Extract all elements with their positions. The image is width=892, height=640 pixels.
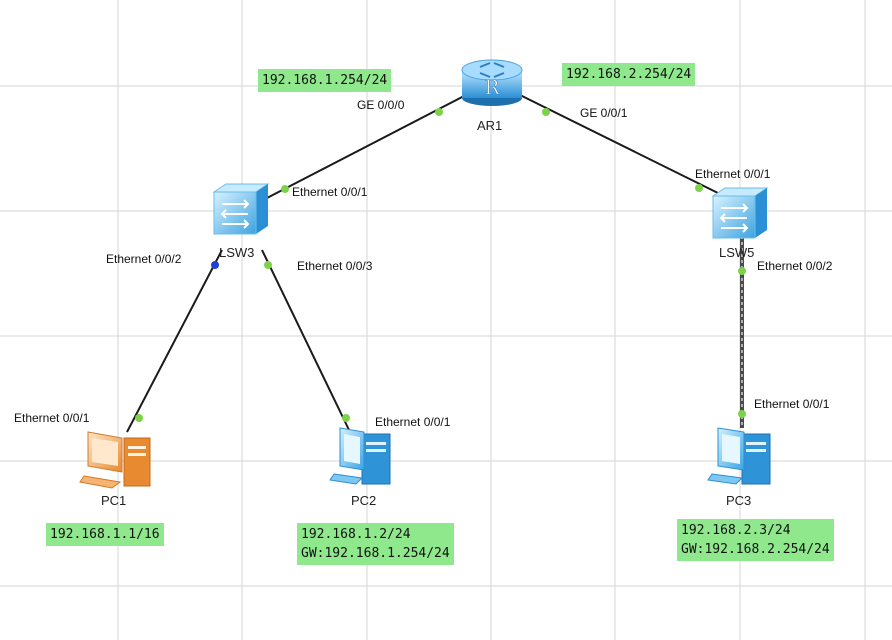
ip-label-pc2: 192.168.1.2/24 GW:192.168.1.254/24 bbox=[297, 523, 454, 565]
router-icon[interactable]: R bbox=[461, 59, 523, 106]
svg-text:R: R bbox=[484, 75, 500, 99]
port-label-ar1-ge001: GE 0/0/1 bbox=[580, 106, 628, 120]
port-label-pc1-e001: Ethernet 0/0/1 bbox=[14, 411, 90, 425]
port-dot-pc1-e001[interactable] bbox=[135, 414, 143, 422]
pc-icon-pc3[interactable] bbox=[707, 427, 771, 485]
pc-icon-pc2[interactable] bbox=[329, 427, 391, 485]
port-dot-pc2-e001[interactable] bbox=[342, 414, 350, 422]
port-dot-lsw5-e002[interactable] bbox=[738, 267, 746, 275]
ip-text: 192.168.2.3/24 bbox=[681, 523, 791, 538]
port-dot-ar1-ge000[interactable] bbox=[435, 108, 443, 116]
pc-name-pc3: PC3 bbox=[726, 493, 752, 508]
port-label-lsw3-e003: Ethernet 0/0/3 bbox=[297, 259, 373, 273]
switch-icon-lsw3[interactable] bbox=[212, 183, 270, 235]
port-dot-lsw3-e003[interactable] bbox=[264, 261, 272, 269]
ip-label-pc3: 192.168.2.3/24 GW:192.168.2.254/24 bbox=[677, 519, 834, 561]
ip-label-pc1: 192.168.1.1/16 bbox=[46, 523, 164, 546]
switch-name-lsw5: LSW5 bbox=[719, 245, 755, 260]
ip-label-ar1-ge000: 192.168.1.254/24 bbox=[258, 69, 392, 92]
port-label-pc3-e001: Ethernet 0/0/1 bbox=[754, 397, 830, 411]
ip-label-ar1-ge001: 192.168.2.254/24 bbox=[562, 63, 696, 86]
ip-text: 192.168.2.254/24 bbox=[566, 67, 692, 82]
switch-icon-lsw5[interactable] bbox=[711, 187, 769, 239]
pc-name-pc1: PC1 bbox=[101, 493, 127, 508]
pc-name-pc2: PC2 bbox=[351, 493, 377, 508]
link-ar1-lsw3[interactable] bbox=[264, 94, 467, 200]
gateway-text: GW:192.168.1.254/24 bbox=[301, 546, 450, 561]
port-dot-ar1-ge001[interactable] bbox=[542, 108, 550, 116]
ip-text: 192.168.1.254/24 bbox=[262, 73, 388, 88]
ip-text: 192.168.1.2/24 bbox=[301, 527, 411, 542]
port-label-lsw5-e001: Ethernet 0/0/1 bbox=[695, 167, 771, 181]
link-lsw3-pc2[interactable] bbox=[261, 249, 351, 433]
port-dot-lsw5-e001[interactable] bbox=[695, 184, 703, 192]
gateway-text: GW:192.168.2.254/24 bbox=[681, 542, 830, 557]
port-label-ar1-ge000: GE 0/0/0 bbox=[357, 98, 405, 112]
port-dot-pc3-e001[interactable] bbox=[738, 410, 746, 418]
router-name: AR1 bbox=[477, 118, 503, 133]
pc-icon-pc1[interactable] bbox=[79, 431, 151, 489]
port-dot-lsw3-e001[interactable] bbox=[281, 185, 289, 193]
port-label-lsw5-e002: Ethernet 0/0/2 bbox=[757, 259, 833, 273]
port-label-lsw3-e001: Ethernet 0/0/1 bbox=[292, 185, 368, 199]
port-label-pc2-e001: Ethernet 0/0/1 bbox=[375, 415, 451, 429]
switch-name-lsw3: LSW3 bbox=[219, 245, 255, 260]
port-dot-lsw3-e002[interactable] bbox=[211, 261, 219, 269]
port-label-lsw3-e002: Ethernet 0/0/2 bbox=[106, 252, 182, 266]
ip-text: 192.168.1.1/16 bbox=[50, 527, 160, 542]
link-lsw3-pc1[interactable] bbox=[126, 249, 223, 433]
link-ar1-lsw5[interactable] bbox=[519, 94, 723, 196]
